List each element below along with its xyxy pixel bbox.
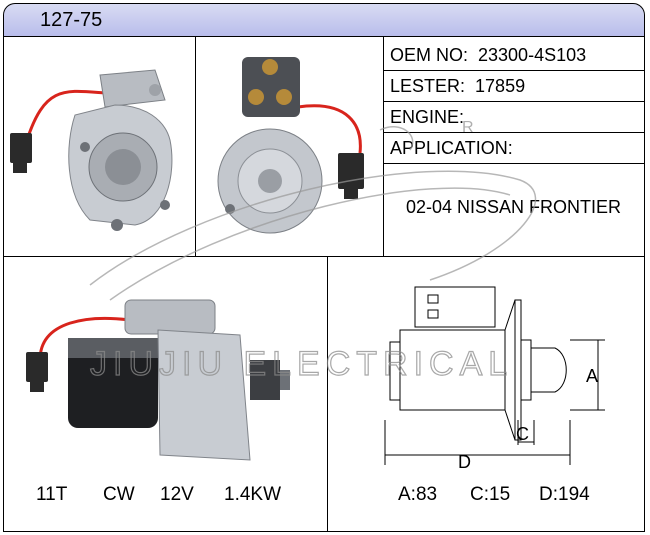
rotation-direction: CW bbox=[103, 484, 135, 505]
connector-plug-icon bbox=[26, 352, 48, 382]
starter-front-photo bbox=[10, 69, 173, 231]
application-label: APPLICATION: bbox=[390, 138, 513, 158]
engine-label: ENGINE: bbox=[390, 107, 465, 127]
power-rating: 1.4KW bbox=[224, 484, 282, 505]
voltage-rating: 12V bbox=[160, 484, 194, 505]
spec-application-row: APPLICATION: bbox=[390, 138, 513, 159]
divider-top-2 bbox=[383, 36, 384, 256]
dimension-drawing: D C A bbox=[384, 286, 605, 472]
spec-row-line-2 bbox=[383, 101, 645, 102]
oem-label: OEM NO: bbox=[390, 45, 469, 65]
spec-oem-row: OEM NO: 23300-4S103 bbox=[390, 45, 586, 66]
spec-engine-row: ENGINE: bbox=[390, 107, 474, 128]
starter-rear-photo bbox=[217, 57, 364, 234]
connector-plug-icon bbox=[338, 153, 364, 189]
dimension-c-value: C:15 bbox=[470, 484, 511, 505]
dim-d-marker: D bbox=[458, 452, 471, 472]
header-bar: 127-75 bbox=[3, 3, 645, 36]
dim-a-marker: A bbox=[586, 366, 598, 386]
spec-row-line-4 bbox=[383, 163, 645, 164]
part-number-title: 127-75 bbox=[40, 9, 103, 31]
content-frame bbox=[3, 36, 645, 532]
lester-label: LESTER: bbox=[390, 76, 466, 96]
oem-value: 23300-4S103 bbox=[478, 45, 587, 65]
application-value: 02-04 NISSAN FRONTIER bbox=[406, 197, 622, 217]
connector-plug-icon bbox=[10, 133, 32, 163]
divider-top-1 bbox=[195, 36, 196, 256]
dimension-a-value: A:83 bbox=[398, 484, 438, 505]
spec-lester-row: LESTER: 17859 bbox=[390, 76, 525, 97]
dim-c-marker: C bbox=[516, 424, 529, 444]
starter-side-photo bbox=[26, 299, 290, 461]
divider-bottom bbox=[327, 256, 328, 532]
lester-value: 17859 bbox=[475, 76, 526, 96]
divider-middle bbox=[3, 256, 645, 257]
teeth-count: 11T bbox=[36, 484, 68, 505]
dimension-d-value: D:194 bbox=[539, 484, 590, 505]
spec-row-line-1 bbox=[383, 70, 645, 71]
spec-row-line-3 bbox=[383, 132, 645, 133]
